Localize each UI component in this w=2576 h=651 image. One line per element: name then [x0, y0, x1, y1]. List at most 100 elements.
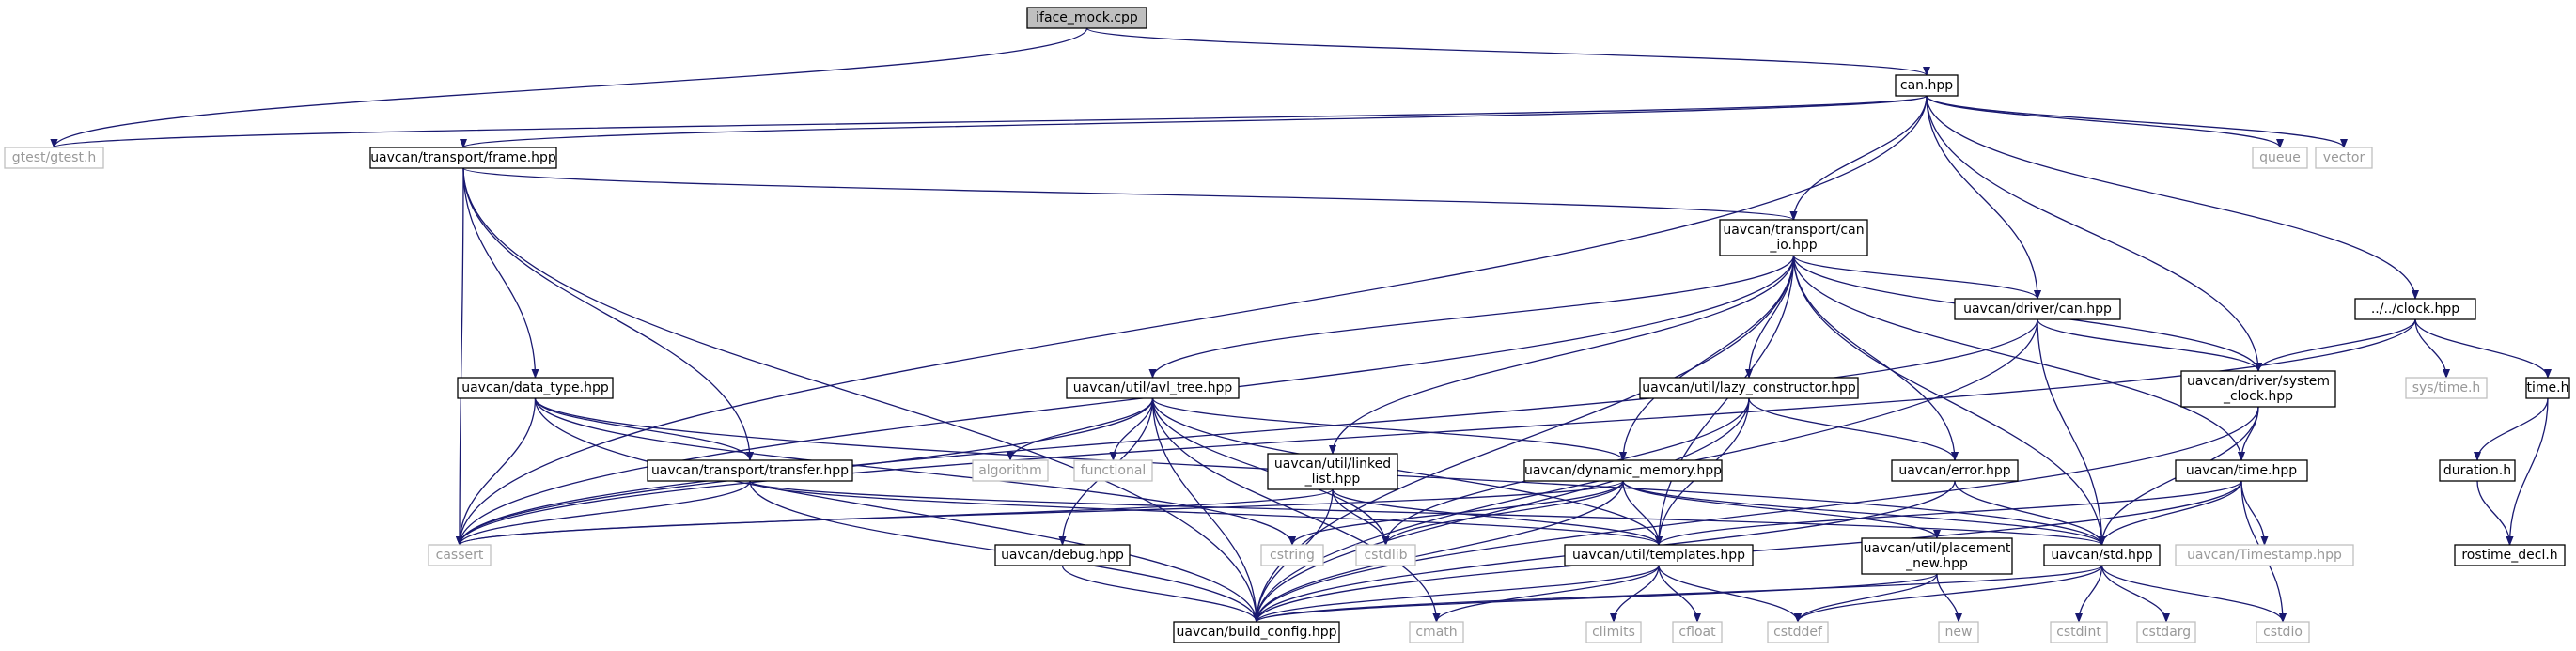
node-label: uavcan/debug.hpp	[1001, 548, 1124, 563]
edge-can_hpp-to-driver_can	[1926, 95, 2041, 300]
edge-placement-to-cstddef	[1794, 573, 1938, 623]
node-box	[1895, 74, 1959, 97]
node-sys-time: sys/time.h	[2405, 377, 2488, 399]
node-box	[2525, 377, 2570, 399]
edge-lazy-to-error	[1748, 397, 1959, 461]
node-climits: climits	[1585, 621, 1642, 643]
node-box	[1173, 621, 1340, 643]
edge-data_type-to-cassert	[456, 397, 537, 546]
node-time-h[interactable]: time.h	[2525, 377, 2570, 399]
edge-transfer-to-templates	[749, 480, 1663, 546]
edge-can_hpp-to-system_clock	[1926, 95, 2262, 372]
node-label: duration.h	[2443, 463, 2511, 478]
node-vector: vector	[2315, 147, 2373, 169]
edge-iface_mock-to-can_hpp	[1085, 27, 1930, 76]
edge-transfer-to-std_hpp	[749, 480, 2106, 546]
node-box	[647, 459, 853, 482]
node-functional: functional	[1073, 459, 1153, 482]
edge-data_type-to-cstring	[534, 397, 1296, 546]
node-dyn-mem[interactable]: uavcan/dynamic_memory.hpp	[1523, 459, 1723, 482]
node-box	[1861, 537, 2013, 575]
edge-can_hpp-to-vector	[1926, 95, 2348, 148]
node-label: uavcan/util/avl_tree.hpp	[1073, 380, 1233, 395]
node-box	[1523, 459, 1723, 482]
node-transfer[interactable]: uavcan/transport/transfer.hpp	[647, 459, 853, 482]
edge-avl_tree-to-functional	[1109, 397, 1154, 461]
node-label: _new.hpp	[1905, 556, 1968, 571]
node-label: functional	[1081, 463, 1147, 478]
node-box	[1891, 459, 2019, 482]
edge-can_io-to-std_hpp	[1792, 255, 2106, 546]
edge-can_hpp-to-gtest	[51, 95, 1928, 148]
node-queue: queue	[2252, 147, 2308, 169]
edge-clock-to-system_clock	[2255, 318, 2416, 372]
node-clock[interactable]: ../../clock.hpp	[2354, 298, 2476, 320]
node-new: new	[1938, 621, 1979, 643]
edge-dyn_mem-to-cassert	[456, 480, 1624, 546]
edge-frame-to-data_type	[462, 167, 539, 379]
node-build-config[interactable]: uavcan/build_config.hpp	[1173, 621, 1340, 643]
edge-frame-to-cassert	[456, 167, 464, 546]
node-rostime[interactable]: rostime_decl.h	[2454, 544, 2566, 566]
node-label: ../../clock.hpp	[2371, 302, 2459, 317]
edge-lazy-to-build_config	[1253, 397, 1750, 623]
edge-can_io-to-cassert	[456, 255, 1795, 546]
node-box	[1672, 621, 1723, 643]
edge-driver_can-to-std_hpp	[2037, 318, 2106, 546]
node-label: cfloat	[1678, 625, 1716, 640]
node-std-hpp[interactable]: uavcan/std.hpp	[2043, 544, 2161, 566]
node-label: uavcan/transport/frame.hpp	[370, 150, 556, 165]
node-label: rostime_decl.h	[2461, 548, 2557, 563]
node-placement[interactable]: uavcan/util/placement_new.hpp	[1861, 537, 2013, 575]
node-duration[interactable]: duration.h	[2439, 459, 2516, 482]
node-time-hpp[interactable]: uavcan/time.hpp	[2175, 459, 2308, 482]
edge-can_hpp-to-clock	[1926, 95, 2419, 300]
node-error[interactable]: uavcan/error.hpp	[1891, 459, 2019, 482]
node-lazy[interactable]: uavcan/util/lazy_constructor.hpp	[1639, 377, 1859, 399]
edge-templates-to-cstddef	[1658, 565, 1802, 623]
node-debug[interactable]: uavcan/debug.hpp	[994, 544, 1131, 566]
node-box	[1767, 621, 1829, 643]
edge-std_hpp-to-cstdarg	[2100, 565, 2170, 623]
edge-can_hpp-to-cassert	[456, 95, 1928, 546]
node-box	[2050, 621, 2108, 643]
node-iface-mock[interactable]: iface_mock.cpp	[1026, 7, 1147, 29]
node-label: cstdarg	[2142, 625, 2191, 640]
node-label: cassert	[436, 548, 484, 563]
node-can-hpp[interactable]: can.hpp	[1895, 74, 1959, 97]
node-box	[1564, 544, 1754, 566]
edge-clock-to-time_h	[2414, 318, 2552, 379]
node-system-clock[interactable]: uavcan/driver/system_clock.hpp	[2180, 370, 2336, 408]
node-box	[2252, 147, 2308, 169]
node-data-type[interactable]: uavcan/data_type.hpp	[457, 377, 614, 399]
edge-avl_tree-to-build_config	[1151, 397, 1260, 623]
node-label: uavcan/Timestamp.hpp	[2187, 548, 2342, 563]
node-label: _io.hpp	[1769, 238, 1817, 253]
node-label: uavcan/dynamic_memory.hpp	[1524, 463, 1722, 478]
node-box	[1066, 377, 1240, 399]
edge-driver_can-to-cassert	[456, 318, 2038, 546]
node-cmath: cmath	[1409, 621, 1464, 643]
node-label: uavcan/build_config.hpp	[1177, 625, 1337, 640]
node-label: uavcan/transport/can	[1723, 223, 1864, 238]
node-driver-can[interactable]: uavcan/driver/can.hpp	[1954, 298, 2121, 320]
node-linked-list[interactable]: uavcan/util/linked_list.hpp	[1267, 453, 1398, 490]
edge-std_hpp-to-cstdint	[2075, 565, 2103, 623]
edge-avl_tree-to-templates	[1151, 397, 1663, 546]
edge-time_hpp-to-std_hpp	[2098, 480, 2242, 546]
node-avl-tree[interactable]: uavcan/util/avl_tree.hpp	[1066, 377, 1240, 399]
node-box	[1938, 621, 1979, 643]
edge-dyn_mem-to-placement	[1622, 480, 1941, 539]
edge-data_type-to-transfer	[534, 397, 754, 461]
edge-can_io-to-templates	[1655, 255, 1795, 546]
node-box	[2256, 621, 2310, 643]
node-can-io[interactable]: uavcan/transport/can_io.hpp	[1719, 219, 1868, 256]
node-templates[interactable]: uavcan/util/templates.hpp	[1564, 544, 1754, 566]
edge-templates-to-climits	[1610, 565, 1660, 623]
edge-std_hpp-to-cstdio	[2100, 565, 2287, 623]
node-label: _clock.hpp	[2223, 389, 2293, 404]
edge-iface_mock-to-gtest	[50, 27, 1088, 148]
node-label: sys/time.h	[2412, 380, 2481, 395]
edge-can_io-to-time_hpp	[1792, 255, 2245, 461]
node-frame[interactable]: uavcan/transport/frame.hpp	[369, 147, 557, 169]
